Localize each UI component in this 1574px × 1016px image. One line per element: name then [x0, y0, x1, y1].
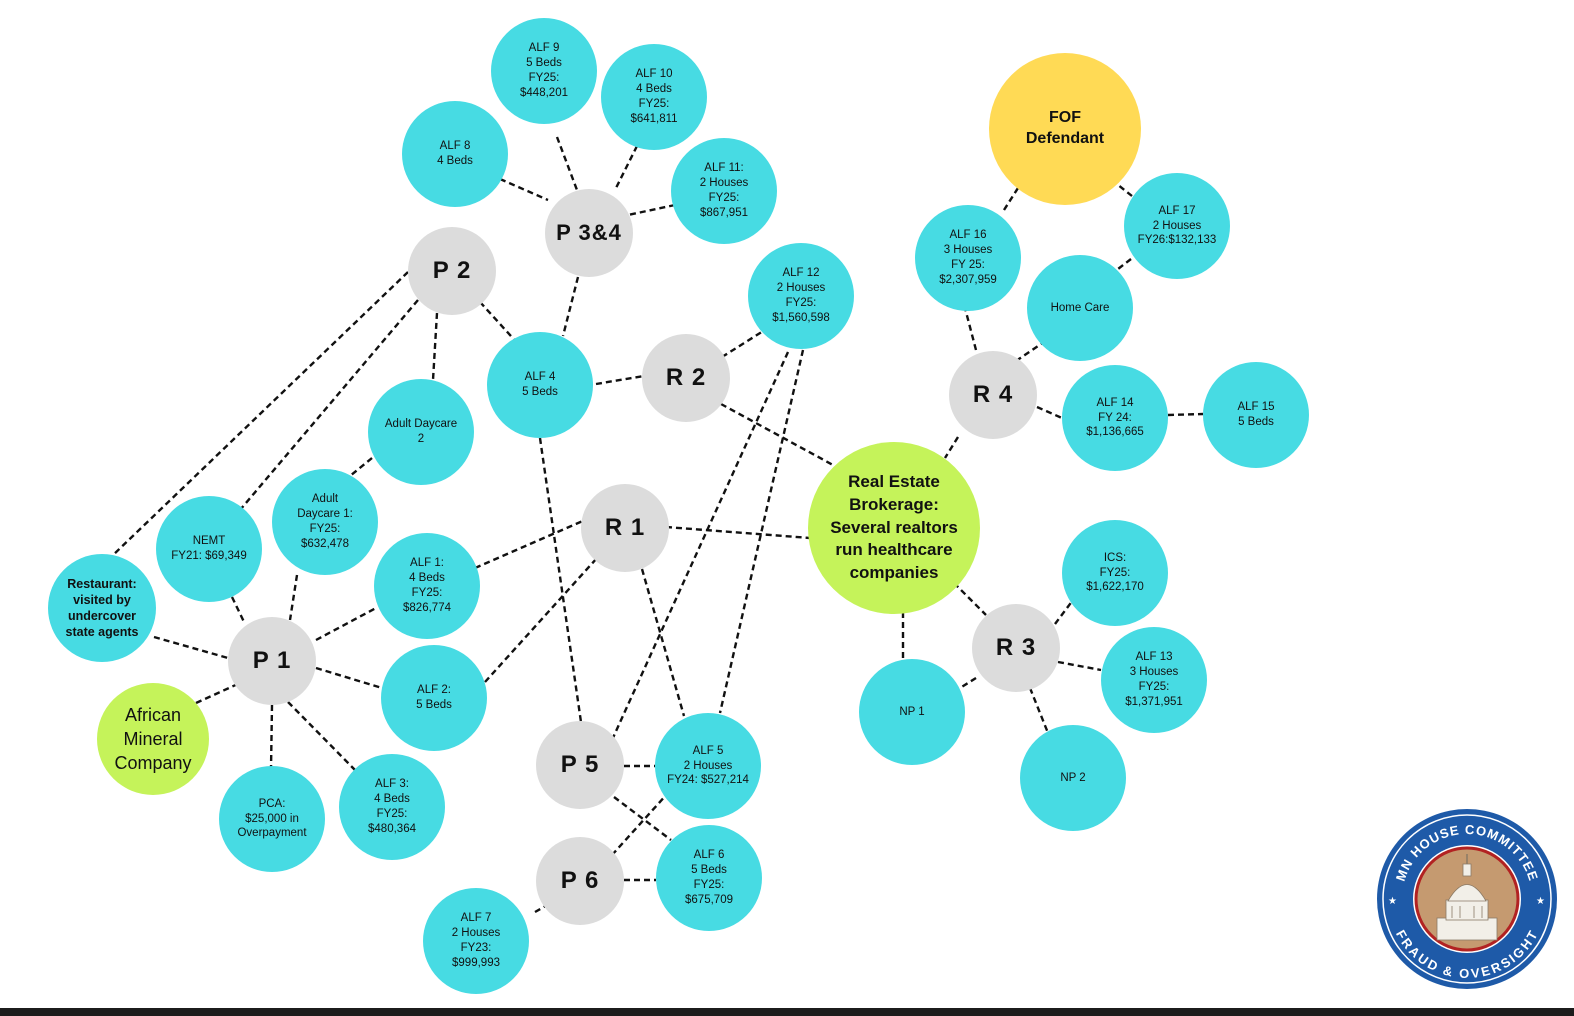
node-nemt: NEMT FY21: $69,349	[156, 496, 262, 602]
connection-line	[1028, 687, 1050, 734]
node-fof-defendant: FOF Defendant	[989, 53, 1141, 205]
connection-line	[474, 518, 586, 570]
connection-line	[349, 457, 373, 477]
node-alf9: ALF 9 5 Beds FY25: $448,201	[491, 18, 597, 124]
node-alf13: ALF 13 3 Houses FY25: $1,371,951	[1101, 627, 1207, 733]
node-alf15: ALF 15 5 Beds	[1203, 362, 1309, 468]
node-alf3: ALF 3: 4 Beds FY25: $480,364	[339, 754, 445, 860]
node-alf16: ALF 16 3 Houses FY 25: $2,307,959	[915, 205, 1021, 311]
connection-line	[959, 676, 977, 690]
connection-line	[538, 437, 583, 723]
node-alf11: ALF 11: 2 Houses FY25: $867,951	[671, 138, 777, 244]
node-p34: P 3&4	[545, 189, 633, 277]
connection-line	[1167, 412, 1204, 417]
connection-line	[1002, 187, 1020, 211]
connection-line	[963, 307, 978, 351]
node-p2: P 2	[408, 227, 496, 315]
node-alf2: ALF 2: 5 Beds	[381, 645, 487, 751]
node-african-mineral: African Mineral Company	[97, 683, 209, 795]
node-np2: NP 2	[1020, 725, 1126, 831]
connection-line	[431, 312, 439, 381]
node-alf7: ALF 7 2 Houses FY23: $999,993	[423, 888, 529, 994]
node-alf14: ALF 14 FY 24: $1,136,665	[1062, 365, 1168, 471]
node-alf12: ALF 12 2 Houses FY25: $1,560,598	[748, 243, 854, 349]
connection-line	[1117, 258, 1132, 270]
connection-line	[953, 582, 987, 616]
connection-line	[627, 203, 676, 217]
node-p5: P 5	[536, 721, 624, 809]
connection-line	[499, 177, 549, 202]
connection-line	[613, 145, 639, 191]
node-r2: R 2	[642, 334, 730, 422]
connection-line	[665, 525, 811, 540]
bottom-bar	[0, 1008, 1574, 1016]
connection-line	[153, 635, 229, 660]
connection-line	[611, 792, 669, 856]
node-alf1: ALF 1: 4 Beds FY25: $826,774	[374, 533, 480, 639]
connection-line	[269, 704, 274, 770]
node-adult-daycare-1: Adult Daycare 1: FY25: $632,478	[272, 469, 378, 575]
connection-line	[610, 351, 790, 741]
connection-line	[595, 374, 645, 386]
node-r1: R 1	[581, 484, 669, 572]
node-alf5: ALF 5 2 Houses FY24: $527,214	[655, 713, 761, 819]
connection-line	[239, 299, 419, 511]
node-real-estate-brokerage: Real Estate Brokerage: Several realtors …	[808, 442, 980, 614]
star-icon: ★	[1536, 896, 1545, 907]
connection-line	[1057, 660, 1102, 672]
connection-line	[315, 666, 383, 690]
connection-line	[561, 276, 580, 337]
connection-line	[1116, 183, 1133, 197]
connection-line	[287, 701, 356, 771]
node-adult-daycare-2: Adult Daycare 2	[368, 379, 474, 485]
connection-line	[613, 796, 672, 841]
node-alf6: ALF 6 5 Beds FY25: $675,709	[656, 825, 762, 931]
connection-line	[288, 574, 299, 621]
connection-line	[195, 681, 241, 705]
node-p1: P 1	[228, 617, 316, 705]
connection-line	[111, 271, 409, 557]
star-icon: ★	[1388, 896, 1397, 907]
connection-line	[1054, 599, 1074, 625]
committee-seal: MN HOUSE COMMITTEE FRAUD & OVERSIGHT ★ ★	[1377, 809, 1557, 989]
connection-line	[484, 557, 598, 683]
node-alf4: ALF 4 5 Beds	[487, 332, 593, 438]
node-alf10: ALF 10 4 Beds FY25: $641,811	[601, 44, 707, 150]
connection-line	[230, 596, 247, 625]
node-r3: R 3	[972, 604, 1060, 692]
node-p6: P 6	[536, 837, 624, 925]
node-alf17: ALF 17 2 Houses FY26:$132,133	[1124, 173, 1230, 279]
connection-line	[720, 402, 834, 467]
node-pca: PCA: $25,000 in Overpayment	[219, 766, 325, 872]
connection-line	[640, 568, 686, 717]
node-r4: R 4	[949, 351, 1037, 439]
connection-line	[315, 606, 377, 642]
capitol-dome-icon	[1436, 854, 1498, 941]
node-home-care: Home Care	[1027, 255, 1133, 361]
connection-line	[1015, 341, 1045, 362]
connection-line	[943, 436, 960, 459]
connection-line	[1036, 405, 1063, 420]
connection-line	[721, 326, 769, 359]
node-np1: NP 1	[859, 659, 965, 765]
node-alf8: ALF 8 4 Beds	[402, 101, 508, 207]
node-restaurant: Restaurant: visited by undercover state …	[48, 554, 156, 662]
node-ics: ICS: FY25: $1,622,170	[1062, 520, 1168, 626]
connection-line	[555, 136, 579, 191]
connection-line	[718, 349, 805, 714]
